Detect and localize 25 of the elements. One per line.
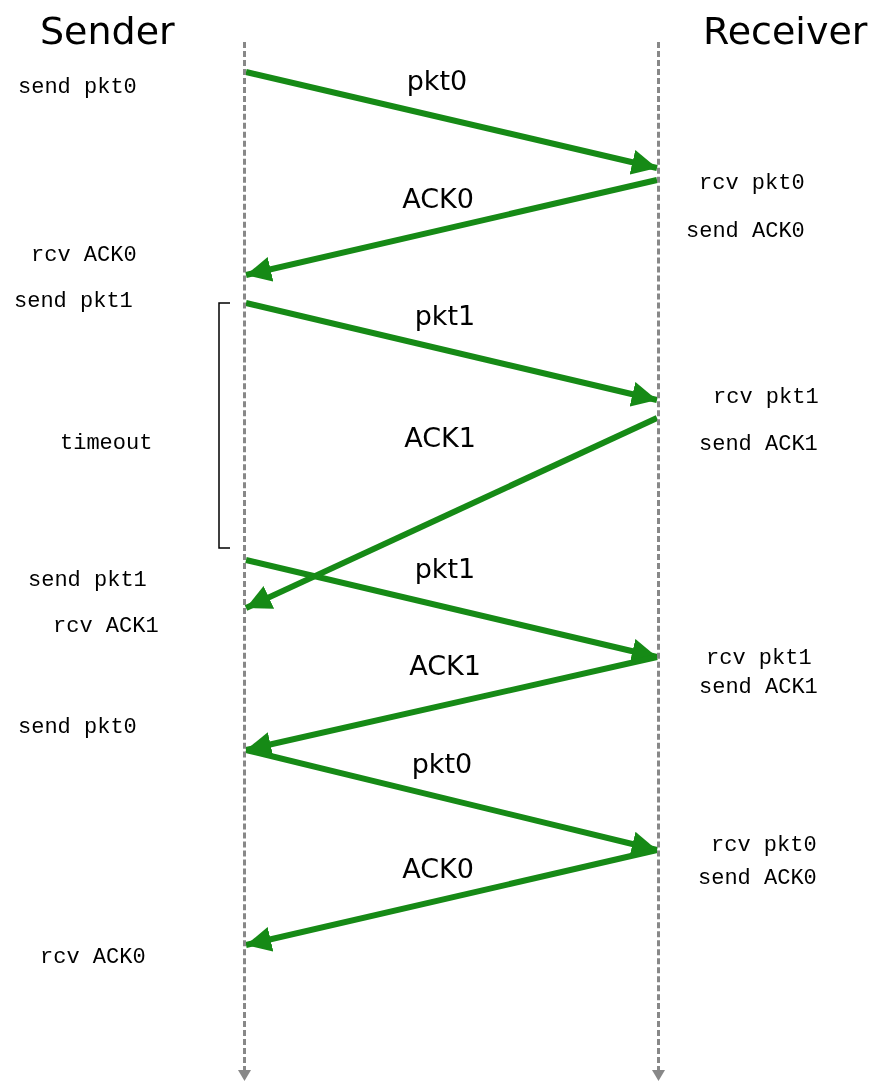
event-label: rcv pkt1 xyxy=(706,648,812,670)
event-label: send pkt1 xyxy=(14,291,133,313)
arrow xyxy=(244,415,659,611)
arrow xyxy=(245,177,658,282)
event-label: send ACK1 xyxy=(699,677,818,699)
lifeline-header: Receiver xyxy=(703,12,868,50)
arrow xyxy=(245,300,658,407)
event-label: send ACK0 xyxy=(686,221,805,243)
lifeline-header: Sender xyxy=(40,12,175,50)
event-label: send pkt1 xyxy=(28,570,147,592)
arrow xyxy=(245,69,658,175)
event-label: rcv ACK0 xyxy=(31,245,137,267)
event-label: timeout xyxy=(60,433,153,455)
event-label: rcv ACK1 xyxy=(53,616,159,638)
event-label: rcv pkt1 xyxy=(713,387,819,409)
event-label: rcv pkt0 xyxy=(699,173,805,195)
event-label: send pkt0 xyxy=(18,717,137,739)
lifeline xyxy=(657,42,660,1072)
event-label: rcv pkt0 xyxy=(711,835,817,857)
event-label: send ACK1 xyxy=(699,434,818,456)
event-label: send ACK0 xyxy=(698,868,817,890)
event-label: send pkt0 xyxy=(18,77,137,99)
lifeline xyxy=(243,42,246,1072)
event-label: rcv ACK0 xyxy=(40,947,146,969)
arrow xyxy=(245,847,658,952)
